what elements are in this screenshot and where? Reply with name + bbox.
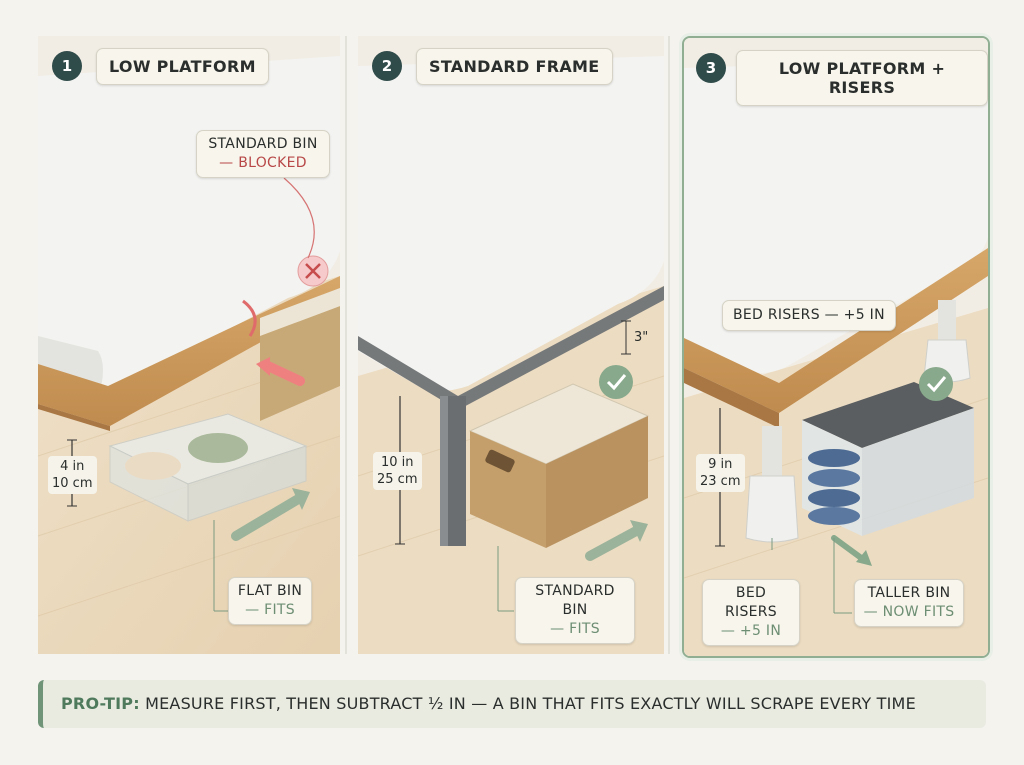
step-number-badge: 3 — [696, 53, 726, 83]
dimension-metric: 23 cm — [700, 474, 741, 489]
callout-flat-bin-fits: FLAT BIN — FITS — [228, 577, 312, 625]
dimension-imperial: 10 in — [380, 455, 414, 470]
callout-standard-bin-fits: STANDARD BIN — FITS — [515, 577, 635, 644]
callout-status: — FITS — [550, 621, 600, 637]
standard-frame-illustration — [358, 36, 664, 654]
pro-tip-text: MEASURE FIRST, THEN SUBTRACT ½ IN — A BI… — [139, 694, 916, 713]
callout-text: STANDARD BIN — [535, 583, 615, 618]
platform-frame — [38, 276, 340, 426]
metal-frame — [358, 286, 664, 546]
gap-label: 3" — [634, 330, 649, 345]
panel-title: LOW PLATFORM — [96, 48, 269, 85]
panel-low-platform: 1 LOW PLATFORM STANDARD BIN — BLOCKED 4 … — [38, 36, 340, 654]
callout-text: STANDARD BIN — [208, 136, 318, 152]
panel-title: STANDARD FRAME — [416, 48, 613, 85]
callout-standard-bin-blocked: STANDARD BIN — BLOCKED — [196, 130, 330, 178]
dimension-label: 4 in 10 cm — [48, 456, 97, 494]
arrow-icon — [231, 493, 305, 541]
mattress — [358, 56, 664, 391]
bed-riser — [745, 426, 799, 543]
callout-status: — FITS — [245, 602, 295, 618]
arrow-icon — [242, 299, 257, 337]
dimension-imperial: 4 in — [60, 459, 85, 474]
check-mark-icon — [599, 365, 633, 399]
callout-bed-risers: BED RISERS — +5 IN — [702, 579, 800, 646]
dimension-label: 10 in 25 cm — [373, 452, 422, 490]
pro-tip-label: PRO-TIP: — [61, 694, 140, 713]
arrow-icon — [831, 535, 867, 563]
panel-divider — [668, 36, 670, 654]
dimension-metric: 25 cm — [377, 472, 418, 487]
step-number-badge: 2 — [372, 51, 402, 81]
pro-tip-bar: PRO-TIP: MEASURE FIRST, THEN SUBTRACT ½ … — [38, 680, 986, 728]
callout-bed-risers-top: BED RISERS — +5 IN — [722, 300, 896, 331]
callout-status: — +5 IN — [720, 623, 782, 639]
risers-illustration — [684, 38, 988, 656]
arrow-icon — [585, 525, 643, 561]
callout-text: FLAT BIN — [237, 583, 303, 599]
flat-bin — [108, 413, 308, 522]
callout-text: BED RISERS — [724, 585, 777, 620]
mattress — [684, 58, 988, 373]
standard-bin-blocked — [260, 288, 340, 421]
x-mark-icon — [297, 255, 329, 287]
callout-status: — NOW FITS — [863, 604, 955, 620]
arrow-icon — [263, 361, 305, 386]
standard-bin — [468, 383, 650, 548]
step-number-badge: 1 — [52, 51, 82, 81]
panel-divider — [345, 36, 347, 654]
dimension-imperial: 9 in — [708, 457, 733, 472]
check-mark-icon — [919, 367, 953, 401]
panel-title: LOW PLATFORM + RISERS — [736, 50, 988, 106]
panel-low-platform-risers: 3 LOW PLATFORM + RISERS BED RISERS — +5 … — [682, 36, 990, 658]
callout-status: — BLOCKED — [219, 155, 307, 171]
callout-text: TALLER BIN — [867, 585, 951, 601]
dimension-metric: 10 cm — [52, 476, 93, 491]
callout-taller-bin: TALLER BIN — NOW FITS — [854, 579, 964, 627]
low-platform-illustration — [38, 36, 340, 654]
dimension-label: 9 in 23 cm — [696, 454, 745, 492]
panel-standard-frame: 2 STANDARD FRAME 3" 10 in 25 cm STANDARD… — [358, 36, 664, 654]
